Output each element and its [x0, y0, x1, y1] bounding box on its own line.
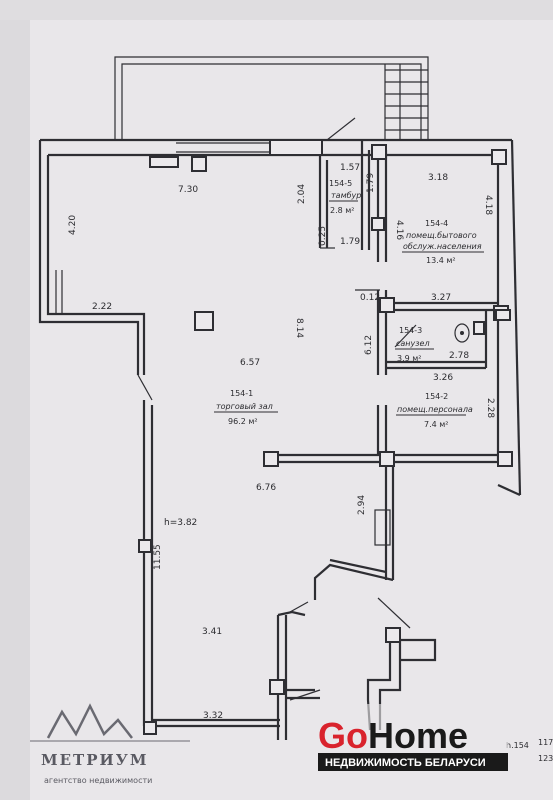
dim-room4-left: 4.16 — [394, 220, 404, 240]
room-154-3-area: 3.9 м² — [397, 354, 422, 363]
room-154-2-name: помещ.персонала — [397, 405, 473, 414]
room-154-4-id: 154-4 — [425, 219, 448, 228]
metrium-name: МЕТРИУМ — [41, 751, 148, 769]
room-154-3-id: 154-3 — [399, 326, 422, 335]
gohome-go: GoHome — [318, 715, 468, 756]
dim-left-long: 11.55 — [153, 544, 163, 570]
dimension-labels: 7.30 4.20 2.22 8.14 6.57 6.76 h=3.82 11.… — [68, 163, 495, 721]
edge-fragment: h.154 — [506, 741, 529, 750]
dim-bottom: 3.32 — [203, 711, 223, 721]
dim-vest-left: 2.04 — [297, 184, 307, 204]
dim-wc-top: 3.27 — [431, 293, 451, 303]
dim-bottom-mid: 3.41 — [202, 627, 222, 637]
metrium-mark-icon — [46, 703, 133, 739]
dim-top-left: 7.30 — [178, 185, 198, 195]
dim-left-side: 4.20 — [68, 215, 78, 235]
dim-hall-lower: 6.76 — [256, 483, 276, 493]
dim-vest-bottom: 1.79 — [340, 237, 360, 247]
room-154-1-area: 96.2 м² — [228, 417, 258, 426]
dim-wc-left: 6.12 — [364, 335, 374, 355]
edge-annotations: h.154 117 123 — [506, 738, 553, 763]
metrium-subtitle: агентство недвижимости — [44, 776, 152, 785]
room-154-3-name: санузел — [396, 339, 430, 348]
entrance-porch — [114, 56, 429, 140]
toilet-icon — [454, 323, 470, 343]
room-154-4-name-line2: обслуж.населения — [403, 242, 482, 251]
dim-room4-top: 3.18 — [428, 173, 448, 183]
room-154-4-area: 13.4 м² — [426, 256, 456, 265]
dim-wc-inner: 2.78 — [449, 351, 469, 361]
room-154-4-name-line1: помещ.бытового — [406, 231, 477, 240]
gohome-tagline: НЕДВИЖИМОСТЬ БЕЛАРУСИ — [325, 757, 486, 769]
dim-left-step: 2.22 — [92, 302, 112, 312]
interior-partitions — [355, 150, 498, 455]
outer-walls — [38, 138, 522, 728]
edge-corner-bottom: 123 — [538, 754, 553, 763]
room-154-2-id: 154-2 — [425, 392, 448, 401]
room-154-1-name: торговый зал — [216, 402, 273, 411]
room-154-1-id: 154-1 — [230, 389, 253, 398]
gohome-logo: GoHome НЕДВИЖИМОСТЬ БЕЛАРУСИ — [318, 704, 508, 771]
room-154-5-id: 154-5 — [329, 179, 352, 188]
dim-vest-top: 1.57 — [340, 163, 360, 173]
dim-room2-right: 2.28 — [485, 398, 495, 418]
vestibule-walls — [318, 117, 371, 250]
room-154-2-area: 7.4 м² — [424, 420, 449, 429]
room-154-5-area: 2.8 м² — [330, 206, 355, 215]
dim-vest-small: 0.25 — [318, 226, 328, 246]
dim-corridor: 2.94 — [357, 495, 367, 515]
room-154-5-name: тамбур — [331, 191, 361, 200]
dim-vest-right: 1.79 — [366, 173, 376, 193]
dim-hall-mid: 6.57 — [240, 358, 260, 368]
room-labels: 154-1 торговый зал 96.2 м² 154-2 помещ.п… — [214, 179, 484, 429]
edge-corner-top: 117 — [538, 738, 553, 747]
metrium-logo: МЕТРИУМ агентство недвижимости — [30, 703, 190, 785]
dim-room4-right: 4.18 — [483, 195, 493, 215]
dim-center-vertical: 8.14 — [294, 318, 304, 338]
dim-ceiling-height: h=3.82 — [164, 518, 197, 528]
dim-wc-small: 0.12 — [360, 293, 380, 303]
columns — [138, 139, 513, 735]
dim-wc-bottom: 3.26 — [433, 373, 453, 383]
